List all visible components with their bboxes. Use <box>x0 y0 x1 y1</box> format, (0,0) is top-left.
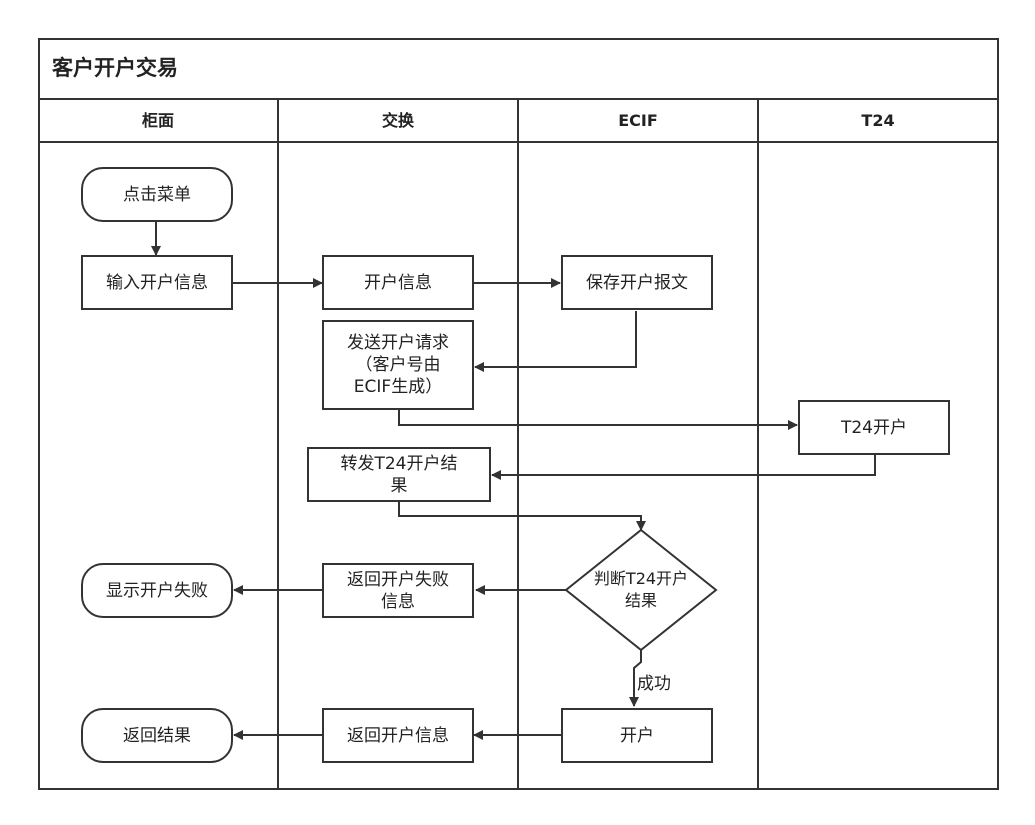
send-request-node: 发送开户请求 （客户号由 ECIF生成） <box>322 320 474 410</box>
t24-open-node: T24开户 <box>798 400 950 455</box>
open-label: 开户 <box>620 725 654 746</box>
edge-forward-to-judge <box>398 502 646 531</box>
open-info-node: 开户信息 <box>322 255 474 310</box>
click-menu-node: 点击菜单 <box>81 167 233 222</box>
forward-result-node: 转发T24开户结 果 <box>307 447 491 502</box>
input-info-node: 输入开户信息 <box>81 255 233 310</box>
return-result-label: 返回结果 <box>123 725 191 746</box>
open-info-label: 开户信息 <box>364 272 432 293</box>
lane-header-t24: T24 <box>861 111 895 130</box>
send-request-line-2: （客户号由 <box>355 355 441 375</box>
judge-line-1: 判断T24开户 <box>593 569 689 588</box>
edge-save-to-send <box>474 311 637 372</box>
judge-line-2: 结果 <box>624 591 657 610</box>
lane-header-exchange: 交换 <box>381 111 414 130</box>
return-open-info-label: 返回开户信息 <box>347 725 449 746</box>
save-msg-node: 保存开户报文 <box>561 255 713 310</box>
return-result-node: 返回结果 <box>81 708 233 763</box>
click-menu-label: 点击菜单 <box>123 184 191 205</box>
lane-header-counter: 柜面 <box>141 111 174 130</box>
show-fail-node: 显示开户失败 <box>81 563 233 618</box>
judge-label: 判断T24开户 结果 <box>566 568 716 612</box>
return-fail-line-1: 返回开户失败 <box>347 569 449 590</box>
send-request-line-1: 发送开户请求 <box>347 333 449 353</box>
forward-result-line-1: 转发T24开户结 <box>340 453 458 474</box>
show-fail-label: 显示开户失败 <box>106 580 208 601</box>
edge-t24-to-forward <box>491 455 876 480</box>
open-node: 开户 <box>561 708 713 763</box>
success-label: 成功 <box>637 674 671 694</box>
send-request-line-3: ECIF生成） <box>353 377 443 397</box>
return-open-info-node: 返回开户信息 <box>322 708 474 763</box>
input-info-label: 输入开户信息 <box>106 272 208 293</box>
save-msg-label: 保存开户报文 <box>586 272 688 293</box>
diagram-title: 客户开户交易 <box>52 56 178 80</box>
edge-send-to-t24 <box>398 410 798 430</box>
t24-open-label: T24开户 <box>840 417 908 438</box>
return-fail-line-2: 信息 <box>381 591 415 612</box>
return-fail-node: 返回开户失败 信息 <box>322 563 474 618</box>
edge-judge-to-open <box>629 650 642 707</box>
lane-header-ecif: ECIF <box>618 111 658 130</box>
forward-result-line-2: 果 <box>390 475 408 496</box>
decision-diamond <box>564 528 718 652</box>
